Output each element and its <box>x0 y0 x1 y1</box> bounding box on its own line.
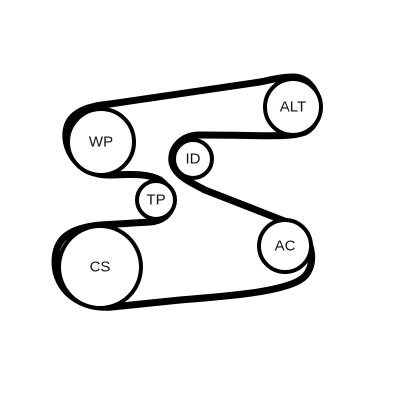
pulley-id: ID <box>172 138 214 180</box>
pulley-tp-circle <box>135 179 177 221</box>
pulley-ac: AC <box>257 218 313 274</box>
pulley-cs-label: CS <box>90 259 111 276</box>
pulley-cs: CS <box>57 224 143 310</box>
pulley-tp-label: TP <box>146 192 165 209</box>
pulley-cs-circle <box>57 224 143 310</box>
pulley-id-label: ID <box>186 151 201 168</box>
pulley-ac-circle <box>257 218 313 274</box>
pulley-wp: WP <box>66 107 136 177</box>
pulley-alt-label: ALT <box>280 99 306 116</box>
pulley-alt: ALT <box>263 77 323 137</box>
pulley-ac-label: AC <box>275 238 296 255</box>
pulley-wp-circle <box>66 107 136 177</box>
pulley-wp-label: WP <box>89 134 113 151</box>
pulley-tp: TP <box>135 179 177 221</box>
pulley-id-circle <box>172 138 214 180</box>
pulley-alt-circle <box>263 77 323 137</box>
